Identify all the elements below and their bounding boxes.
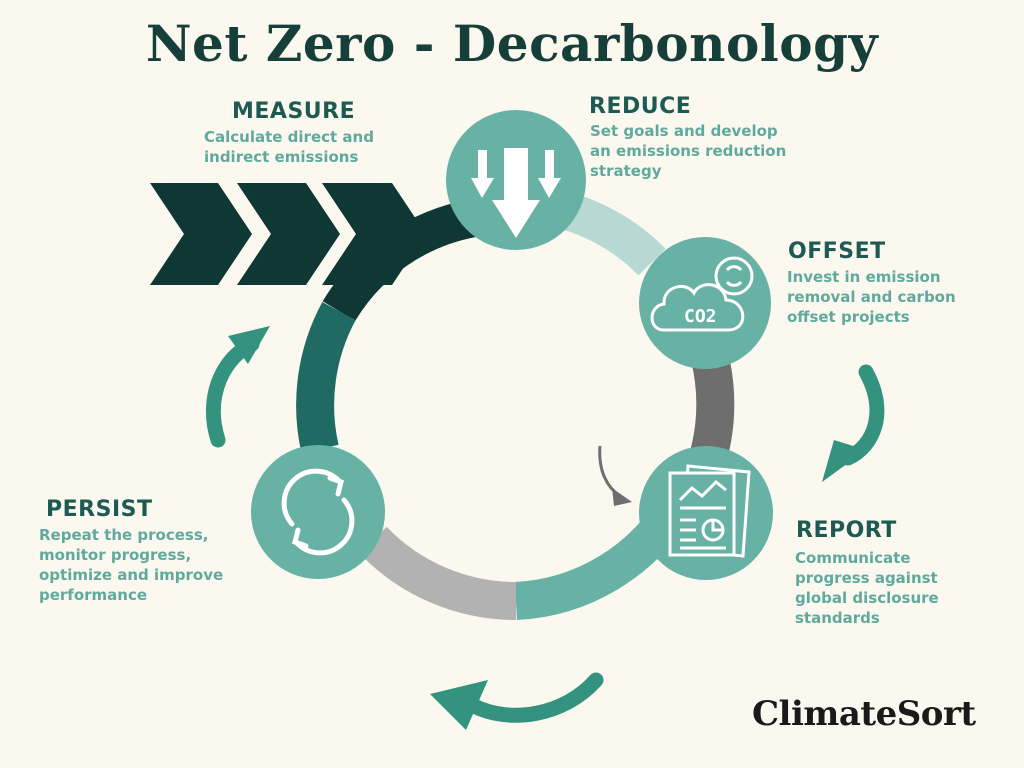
down-arrows-icon (471, 148, 561, 238)
curved-arrow-left (206, 326, 270, 448)
persist-circle (251, 445, 385, 579)
refresh-cycle-icon (281, 468, 355, 556)
reduce-title: REDUCE (589, 94, 692, 119)
chevron-arrow-2 (237, 183, 340, 285)
climatesort-logo: ClimateSort (752, 694, 976, 734)
measure-description: Calculate direct and indirect emissions (204, 128, 374, 166)
persist-description: Repeat the process, monitor progress, op… (39, 526, 224, 604)
offset-title: OFFSET (788, 239, 886, 264)
report-description: Communicate progress against global disc… (795, 549, 939, 627)
ring-segment-persist (359, 526, 517, 620)
ring-segment-persist-upper (296, 301, 356, 454)
offset-circle (639, 237, 771, 369)
reduce-description: Set goals and develop an emissions reduc… (590, 122, 787, 180)
report-document-icon (668, 464, 751, 558)
page-title: Net Zero - Decarbonology (145, 14, 879, 73)
measure-title: MEASURE (232, 99, 356, 124)
offset-description: Invest in emission removal and carbon of… (787, 268, 956, 326)
chevron-arrow-3 (322, 183, 426, 285)
curved-arrow-inner (598, 445, 632, 506)
co2-text: CO2 (684, 306, 717, 327)
report-title: REPORT (796, 518, 897, 543)
chevron-arrow-1 (150, 183, 252, 285)
curved-arrow-right (822, 364, 885, 482)
persist-title: PERSIST (46, 497, 153, 522)
curved-arrow-bottom (430, 672, 604, 730)
co2-cloud-icon (650, 256, 754, 332)
